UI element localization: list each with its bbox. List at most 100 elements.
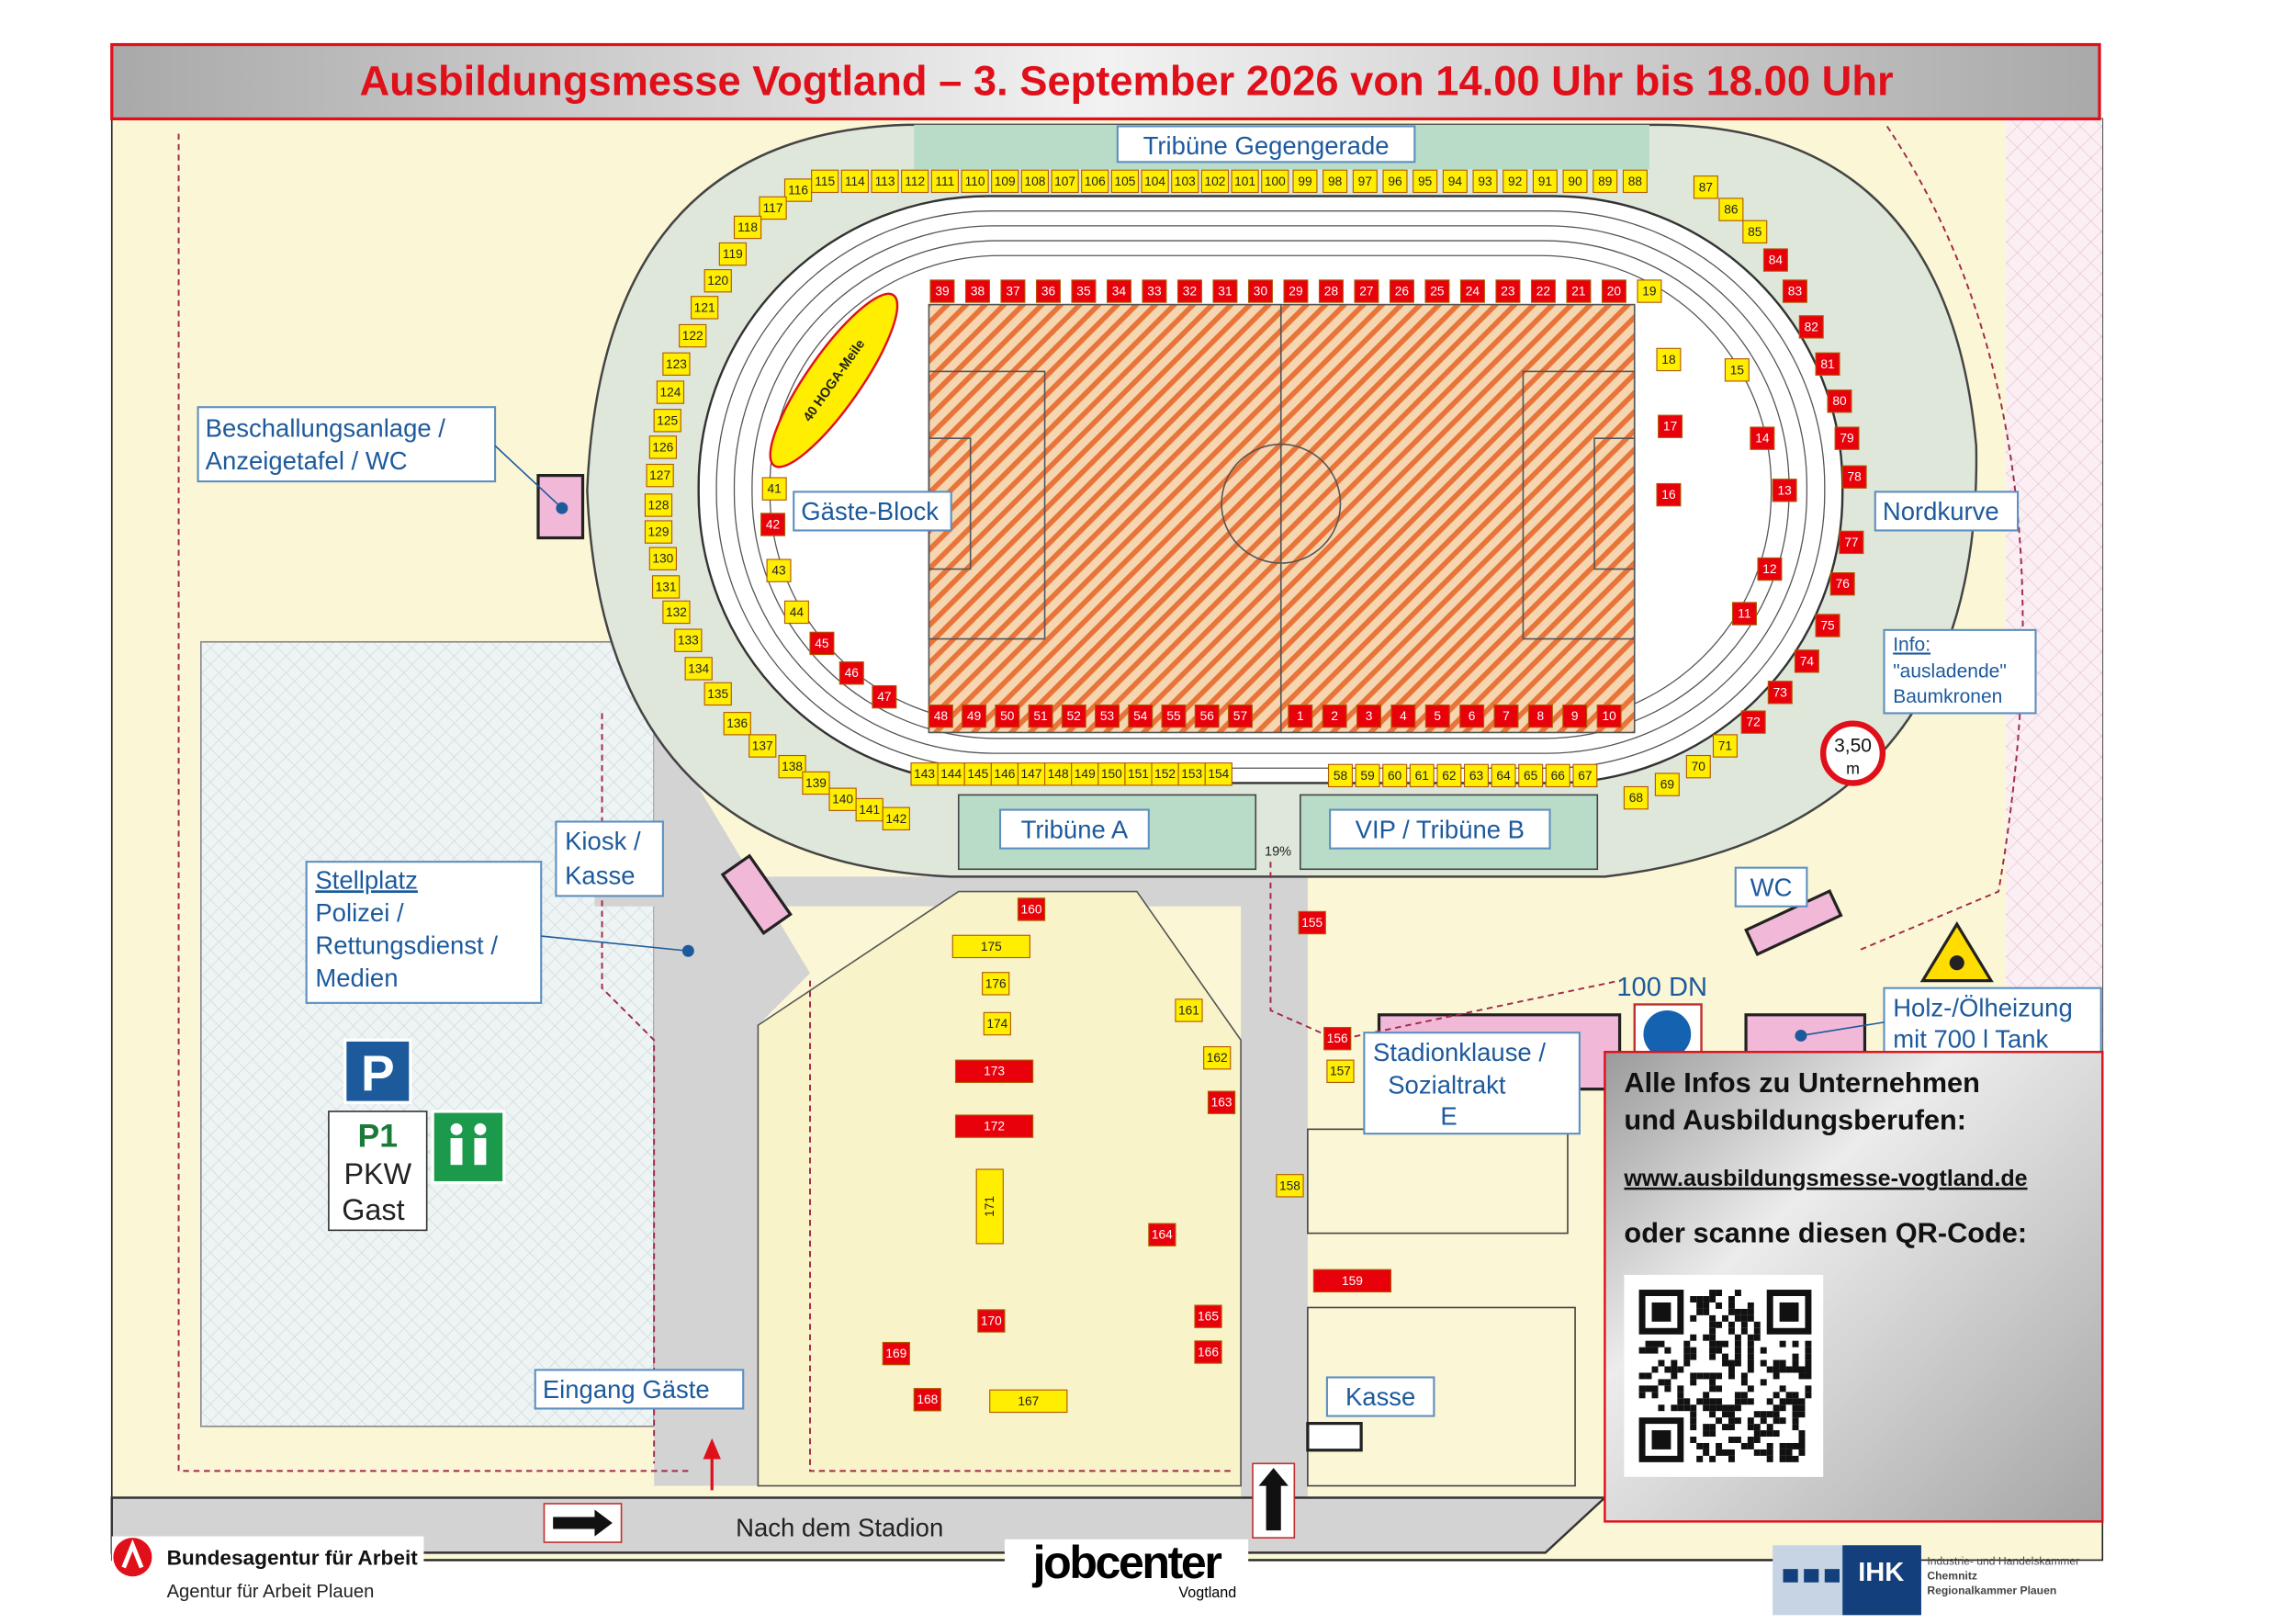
booth-20[interactable]: 20 <box>1601 279 1626 303</box>
booth-141[interactable]: 141 <box>855 797 884 822</box>
booth-10[interactable]: 10 <box>1596 704 1622 728</box>
booth-143[interactable]: 143 <box>910 762 939 786</box>
booth-74[interactable]: 74 <box>1794 649 1819 673</box>
booth-39[interactable]: 39 <box>929 279 955 303</box>
booth-70[interactable]: 70 <box>1685 754 1711 779</box>
booth-62[interactable]: 62 <box>1436 763 1462 788</box>
booth-84[interactable]: 84 <box>1762 248 1788 272</box>
booth-53[interactable]: 53 <box>1095 704 1120 728</box>
booth-128[interactable]: 128 <box>644 493 673 517</box>
booth-149[interactable]: 149 <box>1071 762 1099 786</box>
booth-160[interactable]: 160 <box>1017 897 1046 921</box>
booth-94[interactable]: 94 <box>1442 169 1468 194</box>
booth-106[interactable]: 106 <box>1081 169 1109 194</box>
booth-47[interactable]: 47 <box>872 684 897 709</box>
booth-136[interactable]: 136 <box>723 712 751 736</box>
booth-121[interactable]: 121 <box>691 296 719 320</box>
booth-158[interactable]: 158 <box>1276 1174 1304 1198</box>
booth-175[interactable]: 175 <box>951 934 1030 959</box>
booth-98[interactable]: 98 <box>1322 169 1348 194</box>
booth-118[interactable]: 118 <box>733 215 762 240</box>
booth-30[interactable]: 30 <box>1247 279 1273 303</box>
booth-95[interactable]: 95 <box>1412 169 1438 194</box>
booth-80[interactable]: 80 <box>1827 389 1852 413</box>
booth-48[interactable]: 48 <box>928 704 953 728</box>
booth-157[interactable]: 157 <box>1326 1059 1355 1083</box>
booth-168[interactable]: 168 <box>913 1388 941 1412</box>
booth-68[interactable]: 68 <box>1623 785 1649 810</box>
booth-117[interactable]: 117 <box>759 196 787 220</box>
booth-61[interactable]: 61 <box>1409 763 1435 788</box>
booth-6[interactable]: 6 <box>1459 704 1485 728</box>
booth-171[interactable]: 171 <box>975 1168 1004 1245</box>
booth-153[interactable]: 153 <box>1177 762 1206 786</box>
booth-173[interactable]: 173 <box>954 1059 1034 1083</box>
booth-46[interactable]: 46 <box>838 661 864 685</box>
booth-60[interactable]: 60 <box>1382 763 1408 788</box>
booth-131[interactable]: 131 <box>651 575 681 599</box>
booth-108[interactable]: 108 <box>1020 169 1050 194</box>
booth-138[interactable]: 138 <box>778 754 806 779</box>
booth-169[interactable]: 169 <box>882 1341 910 1366</box>
booth-72[interactable]: 72 <box>1740 710 1766 734</box>
booth-55[interactable]: 55 <box>1161 704 1187 728</box>
booth-4[interactable]: 4 <box>1390 704 1416 728</box>
booth-115[interactable]: 115 <box>811 169 839 194</box>
booth-146[interactable]: 146 <box>990 762 1019 786</box>
booth-110[interactable]: 110 <box>961 169 989 194</box>
booth-56[interactable]: 56 <box>1194 704 1220 728</box>
info-url-link[interactable]: www.ausbildungsmesse-vogtland.de <box>1623 1166 2027 1191</box>
booth-135[interactable]: 135 <box>703 682 732 706</box>
booth-3[interactable]: 3 <box>1356 704 1382 728</box>
booth-155[interactable]: 155 <box>1298 910 1326 935</box>
booth-109[interactable]: 109 <box>991 169 1019 194</box>
booth-134[interactable]: 134 <box>684 657 713 681</box>
booth-18[interactable]: 18 <box>1656 347 1682 372</box>
booth-78[interactable]: 78 <box>1841 465 1867 489</box>
booth-102[interactable]: 102 <box>1200 169 1230 194</box>
booth-176[interactable]: 176 <box>982 972 1010 996</box>
booth-137[interactable]: 137 <box>748 734 777 758</box>
booth-154[interactable]: 154 <box>1204 762 1232 786</box>
booth-37[interactable]: 37 <box>1000 279 1026 303</box>
booth-25[interactable]: 25 <box>1424 279 1450 303</box>
booth-119[interactable]: 119 <box>718 242 748 266</box>
booth-36[interactable]: 36 <box>1035 279 1061 303</box>
booth-140[interactable]: 140 <box>828 787 857 811</box>
booth-21[interactable]: 21 <box>1566 279 1592 303</box>
booth-45[interactable]: 45 <box>809 631 835 656</box>
booth-8[interactable]: 8 <box>1527 704 1553 728</box>
booth-32[interactable]: 32 <box>1176 279 1202 303</box>
booth-161[interactable]: 161 <box>1175 998 1203 1022</box>
booth-14[interactable]: 14 <box>1750 426 1775 450</box>
booth-132[interactable]: 132 <box>662 600 691 625</box>
booth-145[interactable]: 145 <box>963 762 992 786</box>
booth-122[interactable]: 122 <box>679 323 707 348</box>
booth-73[interactable]: 73 <box>1767 681 1793 705</box>
booth-65[interactable]: 65 <box>1518 763 1544 788</box>
booth-16[interactable]: 16 <box>1656 482 1682 507</box>
booth-85[interactable]: 85 <box>1742 220 1768 244</box>
booth-41[interactable]: 41 <box>761 477 787 501</box>
booth-126[interactable]: 126 <box>648 435 677 459</box>
booth-31[interactable]: 31 <box>1212 279 1238 303</box>
booth-63[interactable]: 63 <box>1463 763 1489 788</box>
booth-111[interactable]: 111 <box>930 169 960 194</box>
booth-148[interactable]: 148 <box>1044 762 1073 786</box>
booth-127[interactable]: 127 <box>646 463 674 488</box>
booth-13[interactable]: 13 <box>1772 479 1797 502</box>
booth-167[interactable]: 167 <box>989 1389 1068 1414</box>
booth-100[interactable]: 100 <box>1261 169 1289 194</box>
booth-52[interactable]: 52 <box>1061 704 1086 728</box>
booth-144[interactable]: 144 <box>937 762 965 786</box>
booth-64[interactable]: 64 <box>1491 763 1516 788</box>
booth-93[interactable]: 93 <box>1472 169 1498 194</box>
booth-174[interactable]: 174 <box>983 1011 1011 1036</box>
booth-71[interactable]: 71 <box>1712 734 1738 758</box>
booth-66[interactable]: 66 <box>1545 763 1570 788</box>
booth-97[interactable]: 97 <box>1352 169 1378 194</box>
booth-116[interactable]: 116 <box>783 178 813 202</box>
booth-79[interactable]: 79 <box>1834 426 1860 450</box>
booth-27[interactable]: 27 <box>1354 279 1379 303</box>
booth-107[interactable]: 107 <box>1051 169 1079 194</box>
